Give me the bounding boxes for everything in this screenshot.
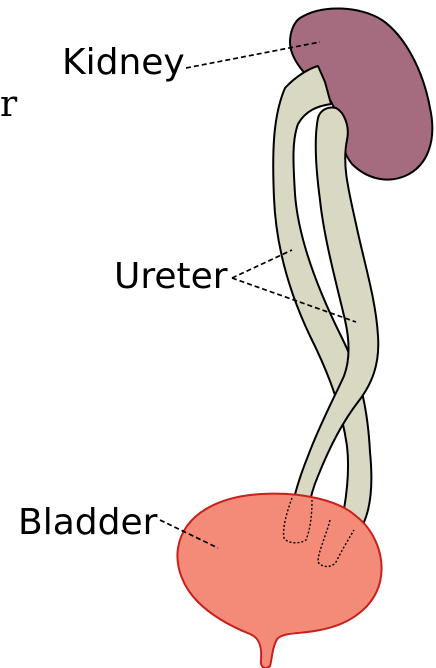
kidney-label: Kidney [62, 42, 185, 83]
cropped-letter: r [0, 84, 18, 125]
bladder-label: Bladder [18, 502, 158, 543]
bladder-shape [177, 494, 381, 668]
ureter-label: Ureter [114, 256, 228, 297]
